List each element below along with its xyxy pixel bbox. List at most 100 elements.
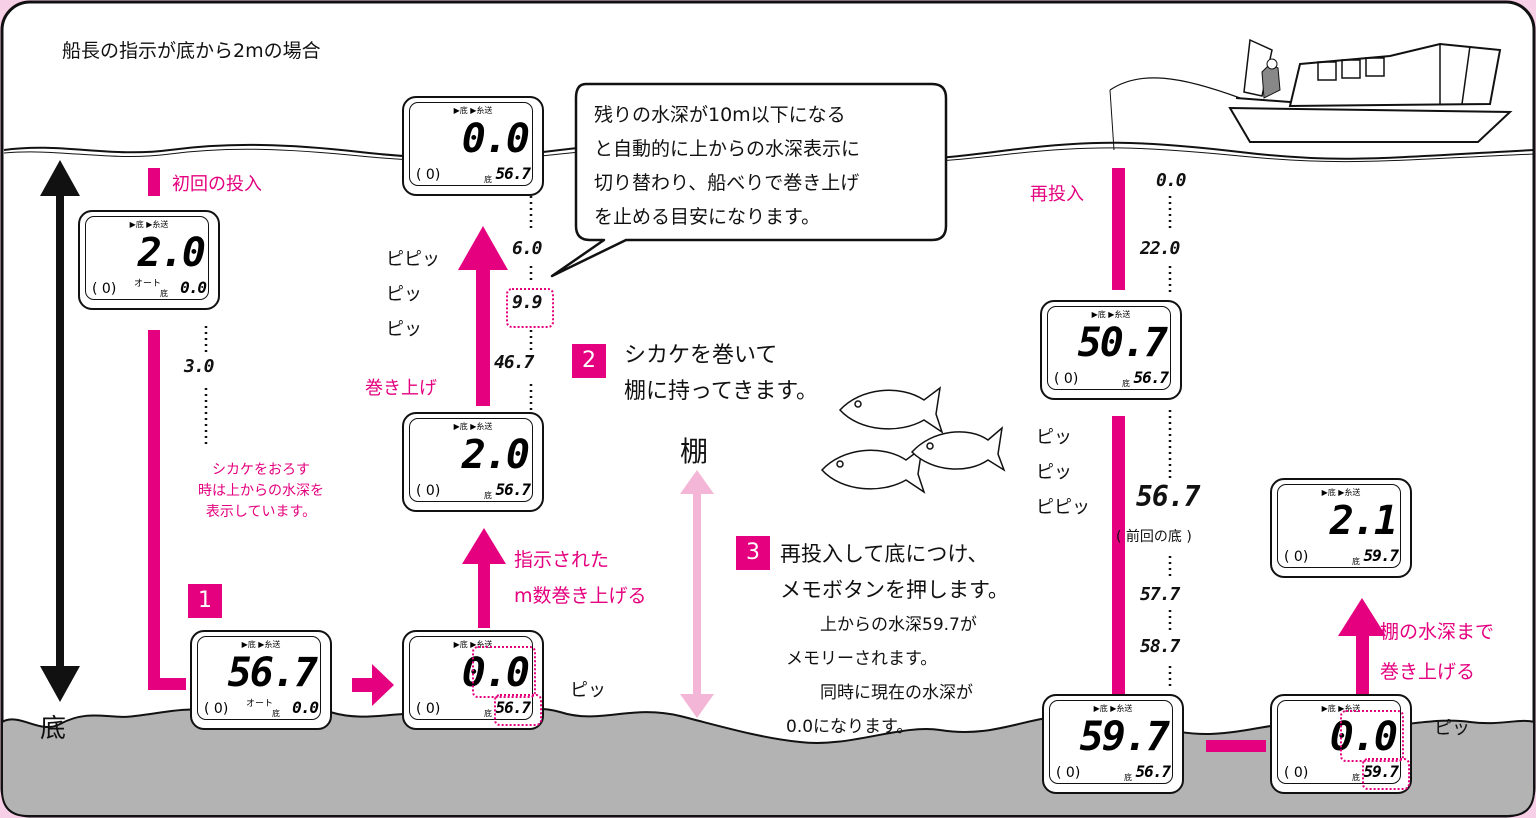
lcd-main-depth: 2.1 bbox=[1329, 498, 1398, 544]
lcd-sub-depth: 56.7 bbox=[495, 698, 531, 717]
reel-up-label: 巻き上げ bbox=[365, 378, 437, 399]
depth-value: 6.0 bbox=[512, 238, 542, 259]
lcd-sub-depth: 56.7 bbox=[1133, 368, 1169, 387]
lcd-display: ▶底 ▶糸送 56.7 ( 0) オート 底 0.0 bbox=[190, 630, 332, 730]
instructed-reel-line: 指示された bbox=[514, 549, 610, 571]
lcd-bottom-label: 底 bbox=[1352, 557, 1360, 566]
lcd-main-depth: 0.0 bbox=[461, 116, 530, 162]
lcd-counter: ( 0) bbox=[204, 701, 229, 717]
lcd-mode-label: ▶底 ▶糸送 bbox=[129, 220, 169, 229]
next-step-arrow bbox=[352, 664, 394, 706]
lcd-bottom-label: 底 bbox=[272, 709, 280, 718]
lcd-sub-depth: 59.7 bbox=[1363, 546, 1399, 565]
step-3-note-line: 上からの水深59.7が bbox=[820, 615, 977, 635]
lowering-note-line: シカケをおろす bbox=[212, 462, 310, 478]
lcd-counter: ( 0) bbox=[1054, 371, 1079, 387]
lcd-mode-label: ▶底 ▶糸送 bbox=[1321, 704, 1361, 713]
lcd-bottom-label: 底 bbox=[160, 289, 168, 298]
lcd-display: ▶底 ▶糸送 0.0 ( 0) 底 56.7 bbox=[402, 630, 544, 730]
first-drop-path bbox=[148, 168, 186, 690]
beep-labels-right: ピッ ピッ ピピッ bbox=[1036, 420, 1090, 525]
to-tana-line: 棚の水深まで bbox=[1380, 621, 1495, 643]
beep-label: ピピッ bbox=[386, 249, 440, 270]
step-3-note: 上からの水深59.7が メモリーされます。 同時に現在の水深が 0.0になります… bbox=[786, 608, 977, 744]
lcd-main-depth: 2.0 bbox=[461, 432, 530, 478]
lcd-sub-depth: 59.7 bbox=[1363, 762, 1399, 781]
speech-bubble-text: 残りの水深が10m以下になる と自動的に上からの水深表示に 切り替わり、船べりで… bbox=[594, 98, 860, 234]
lcd-counter: ( 0) bbox=[1284, 765, 1309, 781]
lcd-mode-label: ▶底 ▶糸送 bbox=[453, 640, 493, 649]
step-3-line: 再投入して底につけ、 bbox=[780, 542, 989, 566]
reel-up-2m-arrow bbox=[462, 528, 506, 628]
beep-label-memo: ピッ bbox=[570, 680, 606, 701]
step-badge-1: 1 bbox=[188, 584, 222, 618]
lcd-sub-depth: 56.7 bbox=[495, 164, 531, 183]
lcd-display: ▶底 ▶糸送 2.0 ( 0) 底 56.7 bbox=[402, 412, 544, 512]
lcd-display: ▶底 ▶糸送 2.0 ( 0) オート 底 0.0 bbox=[78, 210, 220, 310]
speech-bubble-shape bbox=[550, 82, 948, 278]
lcd-counter: ( 0) bbox=[92, 281, 117, 297]
lcd-display: ▶底 ▶糸送 0.0 ( 0) 底 56.7 bbox=[402, 96, 544, 196]
instructed-reel-line: m数巻き上げる bbox=[514, 585, 647, 607]
depth-value: 46.7 bbox=[494, 352, 534, 373]
lcd-mode-label: ▶底 ▶糸送 bbox=[1093, 704, 1133, 713]
step-3-note-line: 0.0になります。 bbox=[786, 717, 914, 737]
beep-label: ピッ bbox=[1036, 462, 1072, 483]
lcd-auto-label: オート bbox=[134, 279, 162, 289]
lcd-bottom-label: 底 bbox=[484, 175, 492, 184]
lowering-note-line: 時は上からの水深を bbox=[198, 483, 324, 499]
lcd-display: ▶底 ▶糸送 2.1 ( 0) 底 59.7 bbox=[1270, 478, 1412, 578]
step-badge-3: 3 bbox=[736, 536, 770, 570]
step-3-text: 再投入して底につけ、 メモボタンを押します。 bbox=[780, 536, 1009, 608]
beep-label-memo2: ピッ bbox=[1434, 718, 1470, 739]
step-3-line: メモボタンを押します。 bbox=[780, 578, 1009, 602]
depth-value: 22.0 bbox=[1140, 238, 1180, 259]
depth-highlight bbox=[506, 288, 554, 328]
lcd-counter: ( 0) bbox=[1056, 765, 1081, 781]
lcd-counter: ( 0) bbox=[1284, 549, 1309, 565]
lcd-mode-label: ▶底 ▶糸送 bbox=[1321, 488, 1361, 497]
beep-label: ピッ bbox=[386, 284, 422, 305]
lcd-main-depth: 50.7 bbox=[1077, 320, 1168, 366]
depth-value: 9.9 bbox=[512, 292, 542, 313]
to-tana-line: 巻き上げる bbox=[1380, 661, 1476, 683]
lcd-mode-label: ▶底 ▶糸送 bbox=[241, 640, 281, 649]
lcd-sub-depth: 0.0 bbox=[180, 278, 207, 297]
lcd-main-depth: 56.7 bbox=[227, 650, 318, 696]
depth-value: 58.7 bbox=[1140, 636, 1180, 657]
lowering-note: シカケをおろす 時は上からの水深を 表示しています。 bbox=[176, 460, 346, 523]
lcd-sub-depth: 56.7 bbox=[1135, 762, 1171, 781]
lcd-counter: ( 0) bbox=[416, 701, 441, 717]
bottom-label: 底 bbox=[40, 714, 67, 744]
depth-double-arrow bbox=[40, 160, 80, 702]
lcd-counter: ( 0) bbox=[416, 167, 441, 183]
speech-bubble-line: と自動的に上からの水深表示に bbox=[594, 138, 861, 160]
tana-label: 棚 bbox=[680, 435, 709, 468]
lcd-highlight bbox=[1362, 758, 1410, 790]
lcd-highlight bbox=[472, 646, 536, 698]
lcd-counter: ( 0) bbox=[416, 483, 441, 499]
first-drop-label: 初回の投入 bbox=[172, 174, 262, 195]
lcd-display: ▶底 ▶糸送 59.7 ( 0) 底 56.7 bbox=[1042, 694, 1184, 794]
depth-value-large: 56.7 bbox=[1136, 480, 1200, 513]
lcd-sub-depth: 0.0 bbox=[292, 698, 319, 717]
lcd-sub-depth: 56.7 bbox=[495, 480, 531, 499]
reel-up-arrow bbox=[458, 226, 508, 406]
step-2-text: シカケを巻いて 棚に持ってきます。 bbox=[624, 338, 818, 410]
tana-double-arrow bbox=[680, 470, 714, 718]
beep-label: ピッ bbox=[386, 319, 422, 340]
lcd-display: ▶底 ▶糸送 50.7 ( 0) 底 56.7 bbox=[1040, 300, 1182, 400]
instructed-reel-note: 指示された m数巻き上げる bbox=[514, 542, 647, 614]
lcd-mode-label: ▶底 ▶糸送 bbox=[453, 422, 493, 431]
depth-value: 57.7 bbox=[1140, 584, 1180, 605]
lowering-note-line: 表示しています。 bbox=[205, 504, 317, 520]
speech-bubble-line: を止める目安になります。 bbox=[594, 206, 821, 228]
to-tana-note: 棚の水深まで 巻き上げる bbox=[1380, 612, 1494, 692]
to-tana-arrow bbox=[1338, 598, 1386, 694]
diagram-title: 船長の指示が底から2mの場合 bbox=[62, 40, 321, 62]
lcd-main-depth: 2.0 bbox=[137, 230, 206, 276]
beep-label: ピピッ bbox=[1036, 497, 1090, 518]
depth-value: 0.0 bbox=[1156, 170, 1186, 191]
